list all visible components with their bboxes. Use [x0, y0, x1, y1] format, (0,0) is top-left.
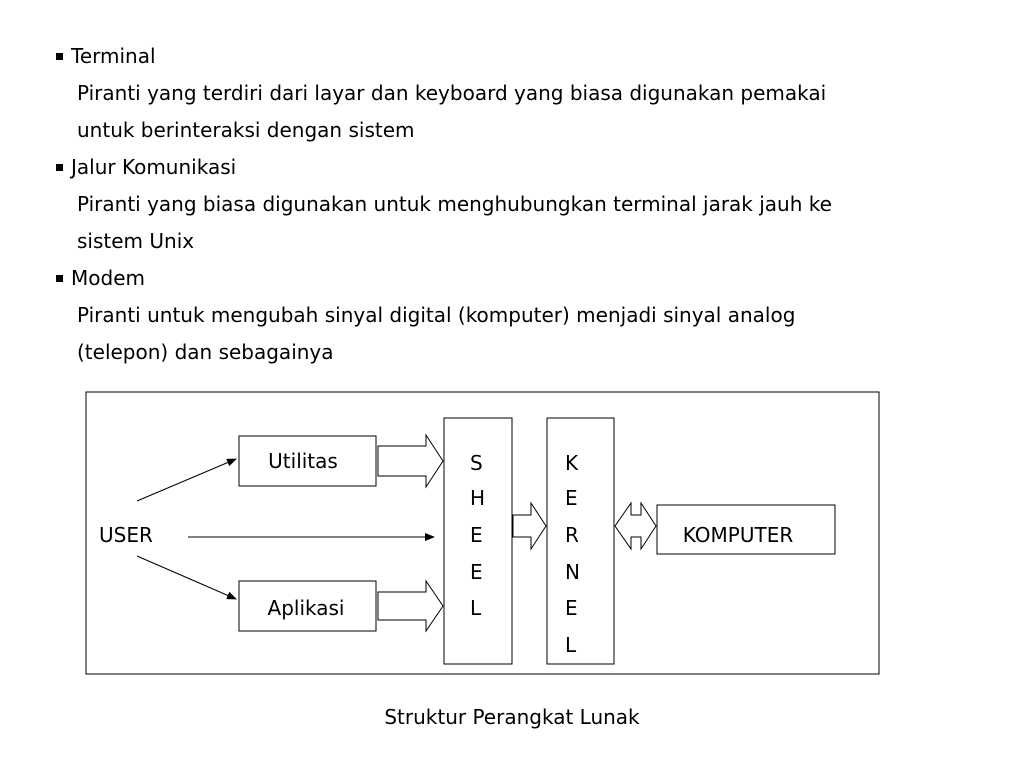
komputer-box: [656, 504, 836, 555]
bullet-head: Modem: [54, 260, 974, 297]
bullet-desc-line: Piranti yang biasa digunakan untuk mengh…: [77, 192, 832, 216]
bullet-term: Terminal: [71, 44, 156, 68]
kernel-letter: N: [565, 560, 580, 584]
kernel-letter: R: [565, 523, 579, 547]
aplikasi-box: [238, 580, 377, 632]
diagram-caption: Struktur Perangkat Lunak: [384, 705, 640, 729]
bullet-desc-line: Piranti yang terdiri dari layar dan keyb…: [77, 81, 827, 105]
kernel-letter: E: [565, 596, 578, 620]
shell-letter: E: [470, 523, 483, 547]
aplikasi-to-shell-block-arrow: [377, 579, 444, 633]
shell-letter: L: [470, 596, 482, 620]
kernel-letter: E: [565, 486, 578, 510]
bullet-list: Terminal Piranti yang terdiri dari layar…: [54, 38, 974, 371]
bullet-head: Jalur Komunikasi: [54, 149, 974, 186]
bullet-desc-line: Piranti untuk mengubah sinyal digital (k…: [77, 303, 796, 327]
kernel-komputer-double-arrow: [614, 501, 657, 551]
shell-to-kernel-block-arrow: [512, 501, 547, 551]
bullet-item-jalur-komunikasi: Jalur Komunikasi Piranti yang biasa digu…: [54, 149, 974, 260]
aplikasi-label: Aplikasi: [268, 596, 345, 620]
diagram-frame: [85, 391, 880, 675]
kernel-letter: L: [565, 633, 577, 657]
square-bullet-icon: [56, 53, 63, 60]
shell-letter: H: [470, 486, 485, 510]
utilitas-label: Utilitas: [268, 449, 338, 473]
bullet-desc-line: sistem Unix: [77, 229, 195, 253]
user-label: USER: [99, 523, 153, 547]
bullet-head: Terminal: [54, 38, 974, 75]
utilitas-box: [238, 435, 377, 487]
bullet-desc-line: untuk berinteraksi dengan sistem: [77, 118, 415, 142]
shell-letter: E: [470, 560, 483, 584]
bullet-item-modem: Modem Piranti untuk mengubah sinyal digi…: [54, 260, 974, 371]
bullet-term: Jalur Komunikasi: [71, 155, 237, 179]
kernel-box: [546, 417, 615, 665]
bullet-item-terminal: Terminal Piranti yang terdiri dari layar…: [54, 38, 974, 149]
square-bullet-icon: [56, 164, 63, 171]
komputer-label: KOMPUTER: [683, 523, 794, 547]
user-to-aplikasi-arrow: [136, 555, 237, 600]
utilitas-to-shell-block-arrow: [377, 433, 444, 489]
shell-letter: S: [470, 451, 483, 475]
kernel-letter: K: [565, 451, 579, 475]
user-to-utilitas-arrow: [136, 458, 237, 502]
bullet-term: Modem: [71, 266, 145, 290]
bullet-desc-line: (telepon) dan sebagainya: [77, 340, 334, 364]
square-bullet-icon: [56, 275, 63, 282]
shell-box: [443, 417, 513, 665]
